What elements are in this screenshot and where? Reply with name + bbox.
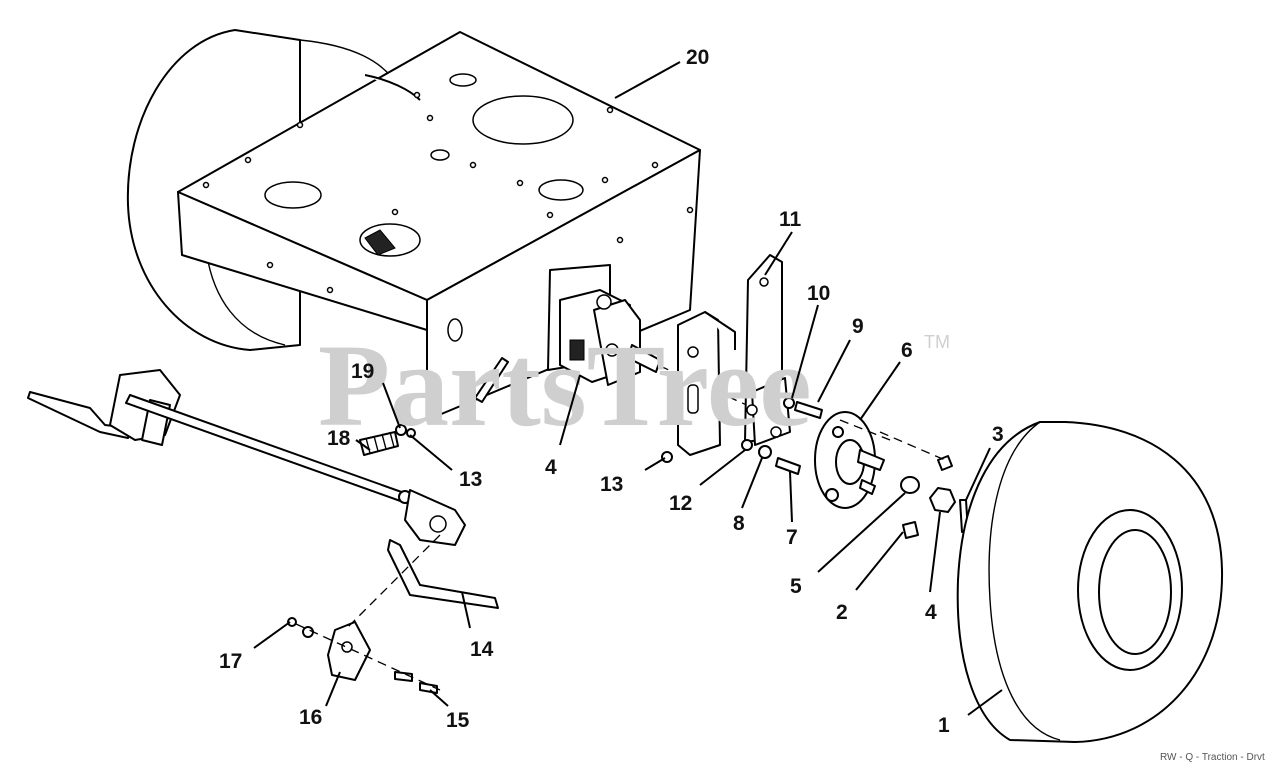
castle-nut-4 [929, 487, 956, 513]
frame-hole-small [430, 149, 450, 161]
right-wheel [956, 421, 1224, 743]
washer-19 [395, 424, 407, 436]
callout-2: 2 [836, 601, 848, 624]
callout-10: 10 [807, 282, 830, 305]
callout-labels: 1 2 3 4 4 5 6 7 8 9 10 11 12 13 13 14 15… [219, 46, 1004, 737]
frame-slot-side [447, 318, 463, 342]
callout-15: 15 [446, 709, 470, 732]
callout-9: 9 [852, 315, 864, 338]
callout-18: 18 [327, 427, 351, 450]
bolt-7 [775, 457, 801, 475]
leader-lines [253, 61, 1003, 716]
frame-hole [538, 179, 584, 201]
lug-nut-2 [902, 521, 919, 539]
washer-10 [783, 397, 795, 409]
frame-slot [449, 73, 477, 87]
callout-12: 12 [669, 492, 692, 515]
washer-17 [302, 626, 314, 638]
callout-5: 5 [790, 575, 802, 598]
nut-17 [287, 617, 297, 627]
callout-13-left: 13 [459, 468, 482, 491]
callout-8: 8 [733, 512, 745, 535]
link-rod [474, 357, 509, 403]
control-linkage [27, 357, 509, 694]
callout-7: 7 [786, 526, 798, 549]
nut-12 [741, 439, 753, 451]
bolt-15b [419, 682, 438, 694]
control-arm-14 [387, 539, 499, 609]
callout-14: 14 [470, 638, 494, 661]
callout-4-castle-nut: 4 [925, 601, 937, 624]
watermark-trademark: TM [924, 332, 950, 352]
frame-hole [264, 181, 322, 209]
callout-3: 3 [992, 423, 1004, 446]
washer-5 [900, 476, 920, 494]
bolt-9 [794, 401, 823, 419]
nut-13 [661, 451, 673, 463]
frame-hole-large [472, 95, 574, 145]
mounting-plate [677, 311, 736, 456]
callout-20: 20 [686, 46, 709, 69]
callout-1: 1 [938, 714, 950, 737]
axle-bracket [744, 254, 791, 446]
callout-4-transmission: 4 [545, 456, 557, 479]
bolt-15a [394, 671, 413, 682]
callout-13-right: 13 [600, 473, 623, 496]
lug-nut [937, 455, 953, 471]
callout-17: 17 [219, 650, 242, 673]
wheel-hub [814, 411, 885, 509]
chassis-frame [177, 31, 701, 421]
callout-16: 16 [299, 706, 322, 729]
washer-8 [758, 445, 772, 459]
callout-11: 11 [779, 208, 802, 231]
caption-text: RW - Q - Traction - Drvt [1160, 752, 1265, 762]
callout-6: 6 [901, 339, 913, 362]
callout-19: 19 [351, 360, 374, 383]
